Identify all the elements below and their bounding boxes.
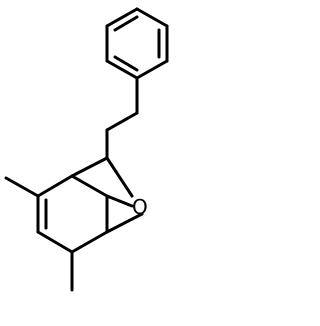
core-bond-c8-c1 — [70, 156, 109, 178]
core-bond-c4-c5 — [70, 230, 109, 254]
phenyl-double-bond-1 — [113, 15, 139, 32]
phenyl-double-bond-3 — [113, 55, 139, 72]
methyl-bond-top — [4, 176, 40, 198]
phenyl-bond-5 — [105, 59, 139, 80]
core-bond-c1-c7 — [70, 174, 109, 198]
core-bond-c8-o — [105, 156, 134, 198]
core-bond-c7-o — [105, 194, 134, 208]
ethylene-linker — [105, 76, 139, 160]
phenyl-bond-2 — [135, 7, 169, 28]
core-bond-c3-c4 — [36, 230, 74, 254]
phenyl-bond-1 — [105, 7, 139, 28]
methyl-groups — [4, 176, 74, 292]
oxygen-atom-label: O — [132, 195, 148, 219]
phenyl-bond-4 — [135, 59, 169, 80]
linker-bond-2 — [105, 111, 139, 132]
core-bond-c1-c2 — [36, 174, 74, 198]
bicyclic-core — [36, 156, 144, 254]
core-bond-c5-c6 — [105, 212, 144, 234]
phenyl-ring — [105, 7, 169, 80]
molecule-structure-drawing: O — [4, 7, 169, 292]
